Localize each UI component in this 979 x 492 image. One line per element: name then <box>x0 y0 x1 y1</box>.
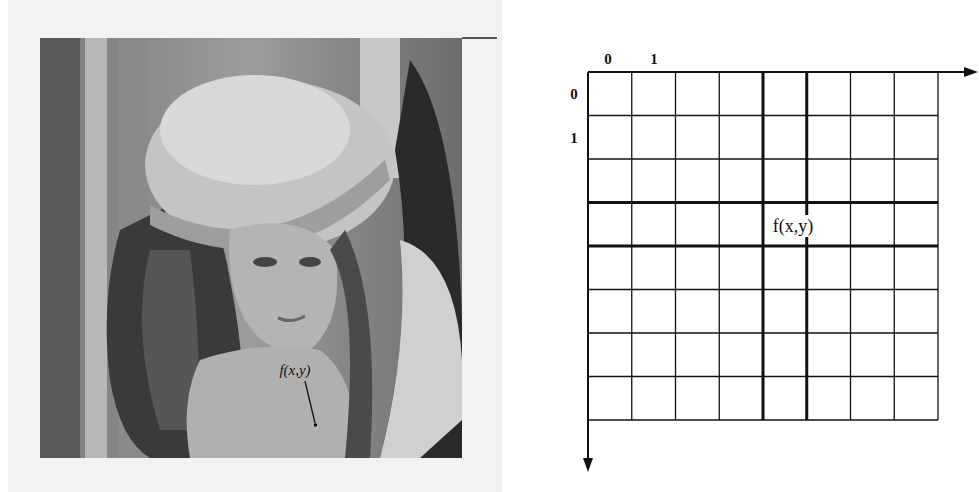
grid-line <box>588 245 938 248</box>
grid-line <box>588 332 938 333</box>
grid-line <box>588 115 938 116</box>
grid-line <box>588 158 938 159</box>
leader-line <box>305 381 315 423</box>
pixel-label: f(x,y) <box>279 363 310 378</box>
axis-tick: 0 <box>604 52 612 67</box>
photo-frame <box>8 0 502 492</box>
axis-tick: 1 <box>650 52 658 67</box>
grid-line <box>588 376 938 377</box>
photo <box>40 38 462 458</box>
arrow-head <box>583 458 593 472</box>
axis-tick: 0 <box>570 87 578 102</box>
arrow-head <box>964 67 978 77</box>
grid-line <box>588 201 938 204</box>
y-axis <box>587 72 589 460</box>
x-axis <box>588 71 968 73</box>
grid-line <box>588 289 938 290</box>
grid-line <box>588 419 938 420</box>
pixel-label: f(x,y) <box>770 215 816 237</box>
frame-mark <box>462 37 497 39</box>
axis-tick: 1 <box>570 131 578 146</box>
pixel-dot <box>314 423 318 427</box>
